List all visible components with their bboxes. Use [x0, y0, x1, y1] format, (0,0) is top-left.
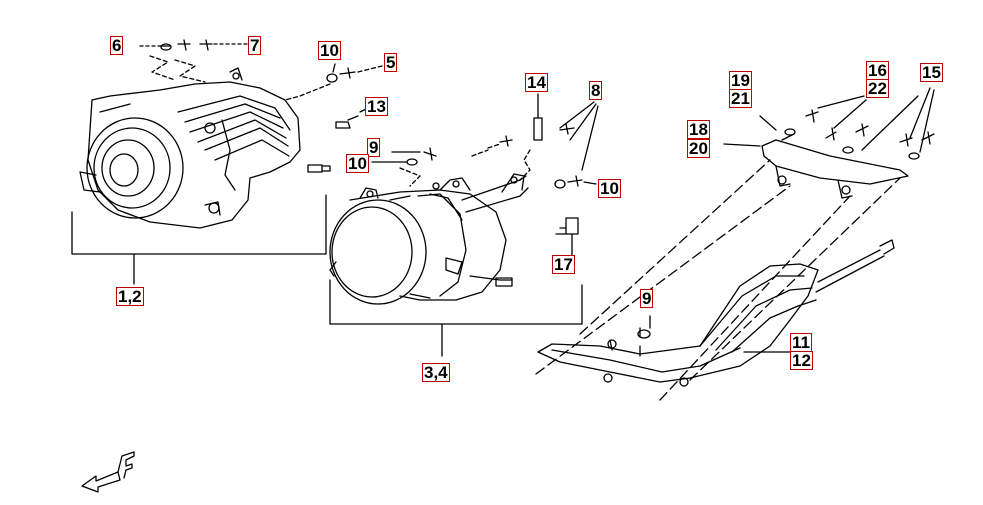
- bracket-14: [471, 93, 575, 181]
- front-arrow-icon: [81, 451, 135, 493]
- callout-17: 17: [552, 255, 575, 274]
- callout-6: 6: [110, 36, 124, 55]
- callout-13: 13: [365, 97, 388, 116]
- callout-8: 8: [589, 81, 603, 100]
- callout-20: 20: [687, 139, 710, 158]
- callout-14: 14: [525, 73, 548, 92]
- screws-6-7: [139, 39, 249, 83]
- callout-19: 19: [729, 71, 752, 90]
- callout-10-mid: 10: [346, 154, 369, 173]
- upper-bracket: [723, 87, 935, 199]
- screws-9-10-mid: [371, 147, 437, 187]
- callout-1-2: 1,2: [116, 287, 144, 306]
- callout-10-top: 10: [318, 41, 341, 60]
- connector-17: [555, 217, 579, 257]
- callout-21: 21: [729, 89, 752, 108]
- callout-12: 12: [790, 351, 813, 370]
- callout-7: 7: [248, 36, 262, 55]
- lower-cover: [537, 239, 895, 387]
- callout-18: 18: [687, 120, 710, 139]
- bracket-1-2: [71, 194, 327, 255]
- callout-22: 22: [866, 79, 889, 98]
- screw-10-right: [554, 175, 597, 189]
- callout-15: 15: [920, 63, 943, 82]
- callout-3-4: 3,4: [422, 363, 450, 382]
- bolt-headlight-left: [307, 164, 331, 173]
- leader-8: [559, 101, 599, 171]
- screw-13: [335, 107, 369, 129]
- assembly-lines: [535, 159, 901, 401]
- callout-16: 16: [866, 61, 889, 80]
- bracket-3-4: [329, 279, 583, 325]
- callout-9-lower: 9: [640, 289, 654, 308]
- headlight-right: [329, 173, 529, 305]
- callout-5: 5: [384, 53, 398, 72]
- callout-10-right: 10: [598, 179, 621, 198]
- callout-11: 11: [790, 333, 812, 352]
- callout-9-mid: 9: [367, 138, 381, 157]
- screws-10-5: [284, 63, 383, 101]
- headlight-left: [79, 67, 301, 229]
